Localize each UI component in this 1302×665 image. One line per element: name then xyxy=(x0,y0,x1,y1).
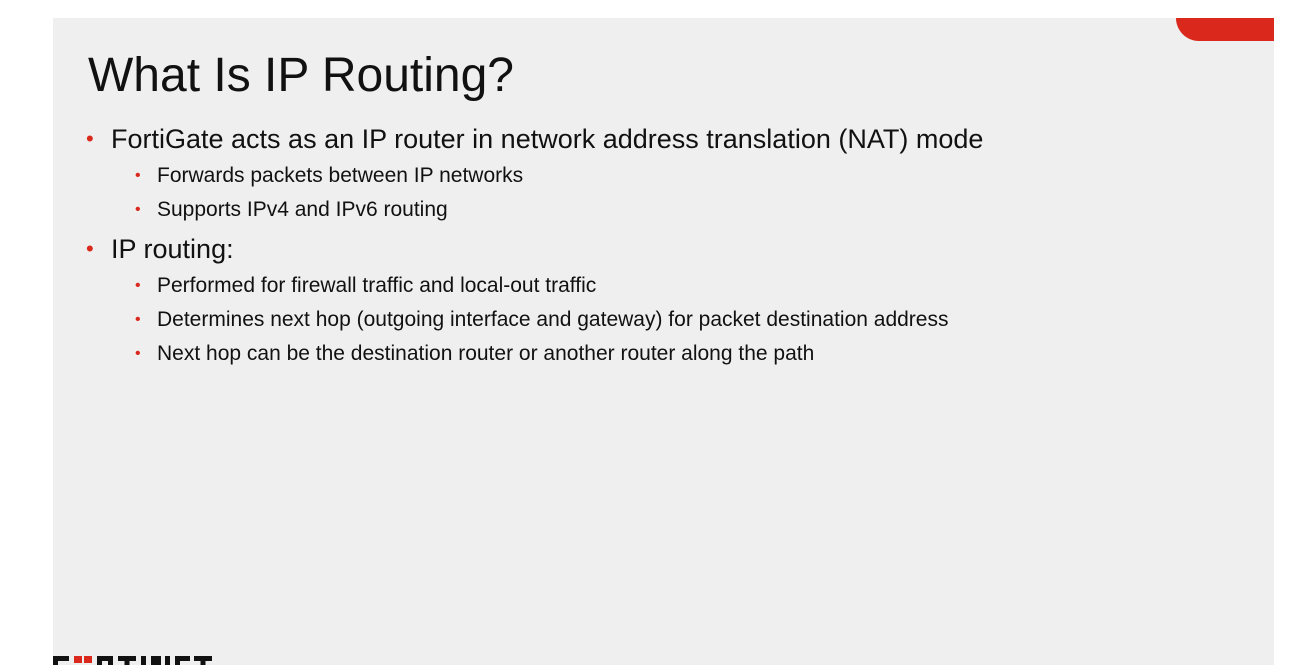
bullet-item: • FortiGate acts as an IP router in netw… xyxy=(83,121,983,227)
sub-bullet-text: Forwards packets between IP networks xyxy=(157,164,524,187)
bullet-marker: • xyxy=(86,236,94,261)
bullet-item: • IP routing: • Performed for firewall t… xyxy=(83,231,983,371)
sub-bullet-text: Next hop can be the destination router o… xyxy=(157,342,815,365)
sub-bullet-text: Determines next hop (outgoing interface … xyxy=(157,308,949,331)
slide-title: What Is IP Routing? xyxy=(88,49,514,102)
sub-bullet-item: • Next hop can be the destination router… xyxy=(111,337,983,371)
sub-bullet-item: • Forwards packets between IP networks xyxy=(111,159,983,193)
sub-bullet-marker: • xyxy=(135,277,141,294)
bullet-list: • FortiGate acts as an IP router in netw… xyxy=(83,121,983,371)
bullet-marker: • xyxy=(86,126,94,151)
sub-bullet-item: • Performed for firewall traffic and loc… xyxy=(111,269,983,303)
sub-bullet-marker: • xyxy=(135,201,141,218)
bullet-text: FortiGate acts as an IP router in networ… xyxy=(111,124,984,154)
sub-bullet-text: Supports IPv4 and IPv6 routing xyxy=(157,198,448,221)
sub-bullet-list: • Performed for firewall traffic and loc… xyxy=(111,269,983,371)
sub-bullet-item: • Supports IPv4 and IPv6 routing xyxy=(111,193,983,227)
sub-bullet-list: • Forwards packets between IP networks •… xyxy=(111,159,983,227)
slide: What Is IP Routing? • FortiGate acts as … xyxy=(53,18,1274,665)
sub-bullet-item: • Determines next hop (outgoing interfac… xyxy=(111,303,983,337)
corner-accent xyxy=(1176,18,1274,41)
sub-bullet-text: Performed for firewall traffic and local… xyxy=(157,274,597,297)
fortinet-logo xyxy=(53,656,212,665)
sub-bullet-marker: • xyxy=(135,311,141,328)
bullet-text: IP routing: xyxy=(111,234,234,264)
sub-bullet-marker: • xyxy=(135,345,141,362)
sub-bullet-marker: • xyxy=(135,167,141,184)
